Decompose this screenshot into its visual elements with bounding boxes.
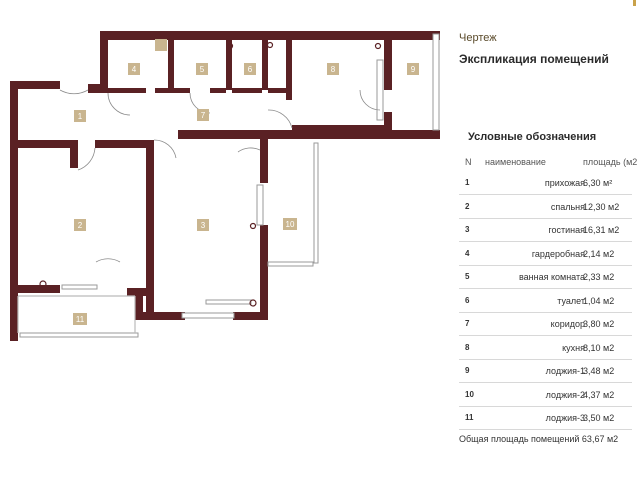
- room-name: кухня: [562, 342, 585, 353]
- room-area: 3,80 м2: [583, 319, 615, 329]
- row-divider: [459, 194, 632, 195]
- room-area: 2,33 м2: [583, 272, 615, 282]
- room-name: прихожая: [544, 178, 585, 188]
- column-header-area: площадь (м2: [583, 157, 638, 167]
- room-label-7: 7: [197, 109, 209, 121]
- room-area: 1,04 м2: [583, 295, 615, 306]
- room-area: 2,14 м2: [583, 248, 615, 259]
- room-name: лоджия-2: [545, 389, 585, 400]
- room-name: лоджия-1: [545, 366, 585, 376]
- room-number: 11: [465, 413, 474, 422]
- room-number: 2: [465, 201, 470, 211]
- svg-text:10: 10: [286, 220, 295, 229]
- room-name: гостиная: [548, 225, 585, 235]
- total-area: Общая площадь помещений 63,67 м2: [459, 434, 619, 444]
- legend-title: Условные обозначения: [468, 131, 597, 143]
- svg-text:2: 2: [78, 221, 83, 230]
- svg-text:8: 8: [331, 65, 336, 74]
- row-divider: [459, 264, 632, 266]
- room-area: 12,30 м2: [583, 201, 620, 212]
- row-divider: [459, 217, 632, 219]
- svg-text:3: 3: [201, 221, 206, 230]
- header-title: Чертеж: [459, 32, 497, 44]
- svg-text:6: 6: [248, 65, 253, 74]
- row-divider: [459, 358, 632, 360]
- room-number: 10: [465, 389, 474, 399]
- column-header-n: N: [465, 157, 472, 167]
- svg-text:5: 5: [200, 65, 205, 74]
- header-subtitle: Экспликация помещений: [459, 52, 609, 66]
- row-divider: [459, 241, 632, 242]
- walls: [10, 31, 440, 341]
- room-label-11: 11: [73, 313, 87, 325]
- floor-plan: 1 2 3 4 5 6 7 8 9 10 11: [10, 31, 440, 341]
- room-area: 16,31 м2: [583, 225, 620, 235]
- row-divider: [459, 382, 632, 383]
- windows: [17, 33, 440, 338]
- room-name: лоджия-3: [545, 413, 585, 423]
- room-name: спальня: [550, 201, 585, 212]
- room-area: 8,10 м2: [583, 342, 615, 353]
- svg-text:7: 7: [201, 111, 206, 120]
- room-label-5: 5: [196, 63, 208, 75]
- room-number: 9: [465, 366, 470, 375]
- room-area: 3,50 м2: [583, 413, 615, 423]
- room-number: 4: [465, 248, 470, 258]
- row-divider: [459, 311, 632, 313]
- room-number: 6: [465, 295, 470, 305]
- svg-text:11: 11: [76, 315, 85, 324]
- fixtures: [39, 41, 382, 307]
- row-divider: [459, 288, 632, 289]
- room-name: туалет: [557, 295, 585, 306]
- room-area: 4,37 м2: [583, 389, 615, 400]
- svg-text:4: 4: [132, 65, 137, 74]
- svg-text:1: 1: [78, 112, 83, 121]
- room-label-2: 2: [74, 219, 86, 231]
- room-label-10: 10: [283, 218, 297, 230]
- room-label-1: 1: [74, 110, 86, 122]
- room-label-6: 6: [244, 63, 256, 75]
- row-divider: [459, 429, 632, 430]
- corner-accent: [633, 0, 636, 6]
- row-divider: [459, 405, 632, 407]
- room-label-8: 8: [327, 63, 339, 75]
- door-swings: [59, 89, 381, 263]
- room-name: коридор: [550, 319, 585, 329]
- column-header-name: наименование: [485, 157, 546, 167]
- room-label-3: 3: [197, 219, 209, 231]
- room-labels: 1 2 3 4 5 6 7 8 9 10 11: [73, 63, 419, 325]
- room-number: 8: [465, 342, 470, 352]
- room-area: 3,48 м2: [583, 366, 615, 376]
- room-number: 7: [465, 319, 470, 328]
- room-label-9: 9: [407, 63, 419, 75]
- room-number: 1: [465, 178, 470, 187]
- room-label-4: 4: [128, 63, 140, 75]
- room-number: 3: [465, 225, 470, 234]
- room-name: гардеробная: [531, 248, 585, 259]
- room-number: 5: [465, 272, 470, 281]
- row-divider: [459, 335, 632, 336]
- legend-panel: Чертеж Экспликация помещений Условные об…: [455, 0, 640, 480]
- room-name: ванная комната: [518, 272, 585, 282]
- room-area: 6,30 м²: [583, 178, 613, 188]
- svg-text:9: 9: [411, 65, 416, 74]
